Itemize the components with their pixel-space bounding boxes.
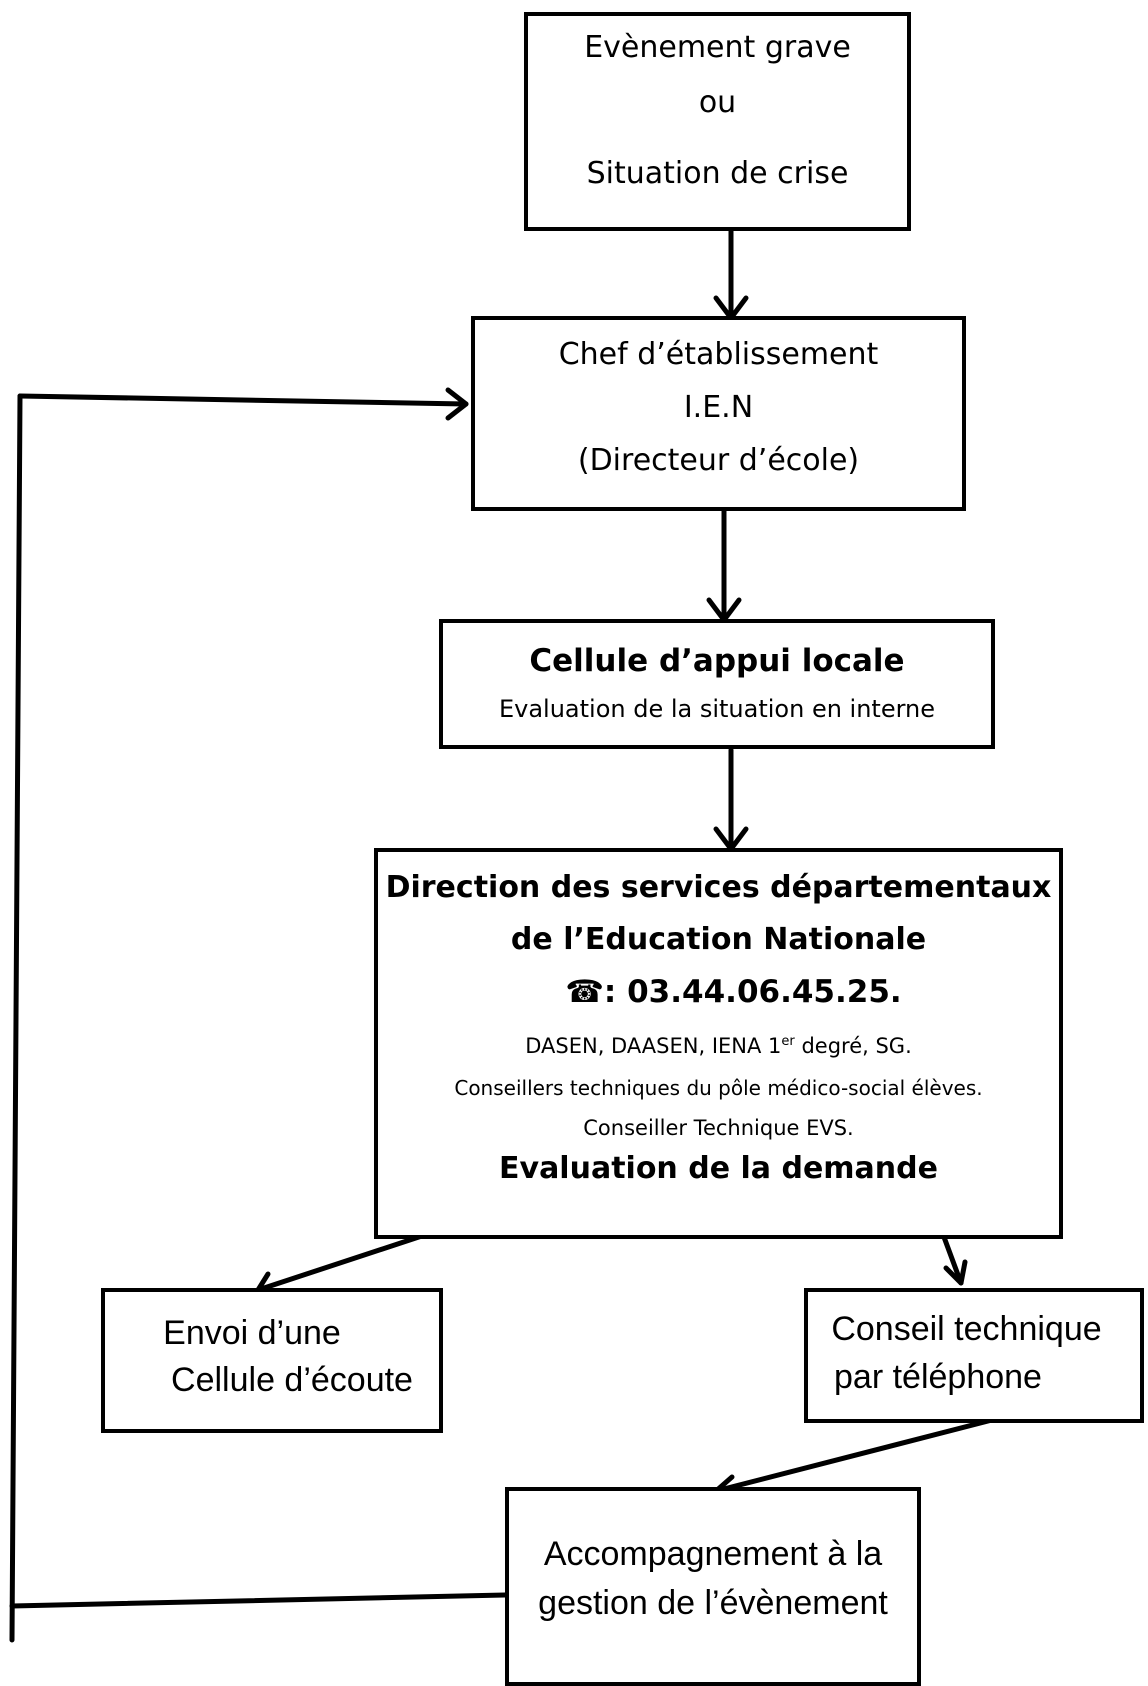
- conseil-box: Conseil technique par téléphone: [804, 1288, 1144, 1423]
- event-box: Evènement grave ou Situation de crise: [524, 12, 911, 231]
- direction-title-2: de l’Education Nationale: [510, 922, 927, 957]
- conseil-line-2: par téléphone: [834, 1358, 1042, 1396]
- phone-number: : 03.44.06.45.25.: [603, 974, 902, 1010]
- direction-staff: DASEN, DAASEN, IENA 1er degré, SG.: [378, 1034, 1059, 1058]
- staff-prefix: DASEN, DAASEN, IENA 1: [525, 1034, 782, 1058]
- direction-title-1: Direction des services départementaux: [385, 870, 1052, 905]
- direction-box: Direction des services départementaux de…: [374, 848, 1063, 1239]
- cellule-appui-box: Cellule d’appui locale Evaluation de la …: [439, 619, 995, 749]
- cellule-title: Cellule d’appui locale: [529, 643, 905, 679]
- ecoute-box: Envoi d’une Cellule d’écoute: [101, 1288, 443, 1433]
- arrow-chef-to-cellule: [706, 505, 742, 623]
- direction-phone: ☎: 03.44.06.45.25.: [378, 974, 1059, 1010]
- direction-advisors: Conseillers techniques du pôle médico-so…: [454, 1076, 983, 1100]
- arrow-conseil-to-accompagnement: [713, 1417, 995, 1499]
- cellule-subtitle: Evaluation de la situation en interne: [498, 695, 936, 723]
- direction-evs: Conseiller Technique EVS.: [583, 1116, 854, 1140]
- event-line-1: Evènement grave: [584, 30, 851, 65]
- staff-superscript: er: [781, 1034, 795, 1049]
- accompagnement-box: Accompagnement à la gestion de l’évèneme…: [505, 1487, 921, 1686]
- accompagnement-line-2: gestion de l’évènement: [538, 1584, 888, 1622]
- event-line-3: Situation de crise: [586, 156, 849, 191]
- phone-icon: ☎: [565, 974, 604, 1010]
- ecoute-line-2: Cellule d’écoute: [171, 1361, 413, 1399]
- ecoute-line-1: Envoi d’une: [163, 1314, 341, 1352]
- chef-line-2: I.E.N: [683, 390, 754, 425]
- arrow-event-to-chef: [713, 227, 749, 321]
- staff-suffix: degré, SG.: [794, 1034, 912, 1058]
- arrow-direction-to-ecoute: [255, 1227, 443, 1297]
- event-line-2: ou: [698, 85, 737, 120]
- arrow-cellule-to-direction: [713, 747, 749, 852]
- chef-line-1: Chef d’établissement: [558, 337, 879, 372]
- conseil-line-1: Conseil technique: [831, 1310, 1102, 1348]
- feedback-loop-connector: [9, 387, 508, 1643]
- chef-box: Chef d’établissement I.E.N (Directeur d’…: [471, 316, 966, 511]
- chef-line-3: (Directeur d’école): [577, 443, 860, 478]
- direction-evaluation: Evaluation de la demande: [499, 1151, 938, 1186]
- accompagnement-line-1: Accompagnement à la: [543, 1535, 883, 1573]
